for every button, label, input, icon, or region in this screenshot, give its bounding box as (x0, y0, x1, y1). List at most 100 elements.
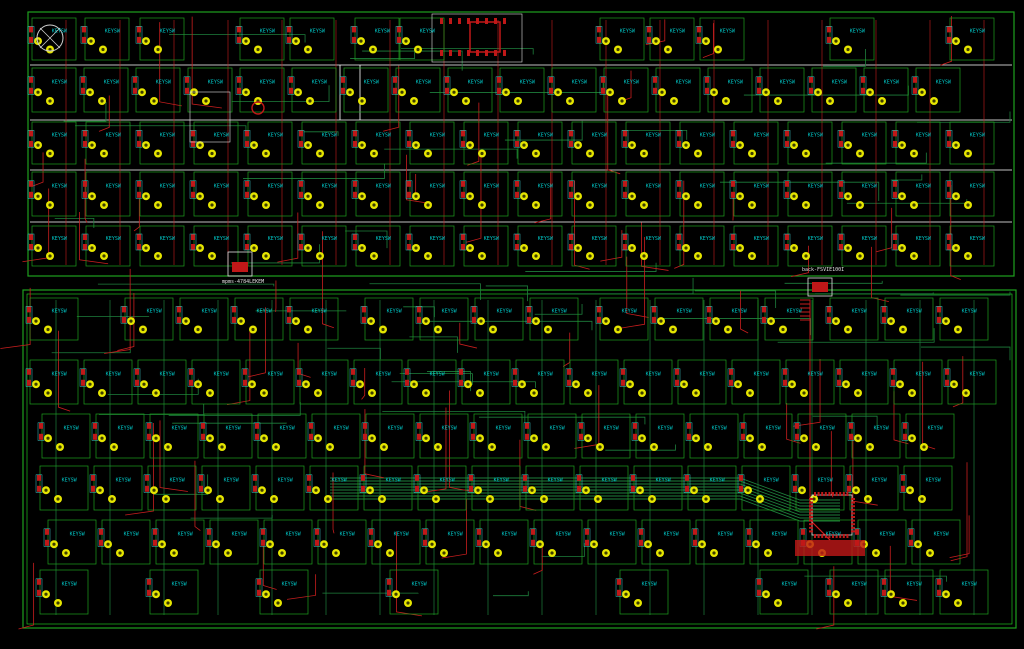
switch-footprint-icon[interactable] (235, 17, 285, 61)
switch-footprint-icon[interactable] (521, 465, 575, 511)
switch-footprint-icon[interactable] (621, 121, 671, 165)
switch-footprint-icon[interactable] (43, 519, 97, 565)
switch-footprint-icon[interactable] (287, 67, 337, 113)
switch-footprint-icon[interactable] (705, 297, 759, 341)
switch-footprint-icon[interactable] (197, 465, 251, 511)
switch-footprint-icon[interactable] (513, 171, 563, 217)
switch-footprint-icon[interactable] (81, 121, 131, 165)
switch-footprint-icon[interactable] (457, 359, 511, 405)
switch-footprint-icon[interactable] (513, 225, 563, 267)
top-controller-footprint[interactable] (431, 13, 523, 63)
switch-footprint-icon[interactable] (243, 225, 293, 267)
switch-footprint-icon[interactable] (567, 121, 617, 165)
switch-footprint-icon[interactable] (637, 519, 691, 565)
switch-footprint-icon[interactable] (415, 413, 469, 459)
switch-footprint-icon[interactable] (783, 171, 833, 217)
switch-footprint-icon[interactable] (297, 121, 347, 165)
switch-footprint-icon[interactable] (189, 225, 239, 267)
switch-footprint-icon[interactable] (91, 413, 145, 459)
switch-footprint-icon[interactable] (783, 121, 833, 165)
switch-footprint-icon[interactable] (361, 413, 415, 459)
switch-footprint-icon[interactable] (621, 171, 671, 217)
switch-footprint-icon[interactable] (297, 225, 347, 267)
switch-footprint-icon[interactable] (243, 121, 293, 165)
switch-footprint-icon[interactable] (135, 121, 185, 165)
switch-footprint-icon[interactable] (27, 171, 77, 217)
switch-footprint-icon[interactable] (577, 413, 631, 459)
switch-footprint-icon[interactable] (27, 225, 77, 267)
switch-footprint-icon[interactable] (945, 17, 995, 61)
switch-footprint-icon[interactable] (943, 359, 997, 405)
switch-footprint-icon[interactable] (583, 519, 637, 565)
switch-footprint-icon[interactable] (525, 297, 579, 341)
switch-footprint-icon[interactable] (685, 413, 739, 459)
switch-footprint-icon[interactable] (143, 465, 197, 511)
switch-footprint-icon[interactable] (807, 67, 857, 113)
switch-footprint-icon[interactable] (145, 569, 199, 615)
switch-footprint-icon[interactable] (133, 359, 187, 405)
switch-footprint-icon[interactable] (645, 17, 695, 61)
switch-footprint-icon[interactable] (629, 465, 683, 511)
switch-footprint-icon[interactable] (631, 413, 685, 459)
switch-footprint-icon[interactable] (511, 359, 565, 405)
switch-footprint-icon[interactable] (575, 465, 629, 511)
switch-footprint-icon[interactable] (37, 413, 91, 459)
switch-footprint-icon[interactable] (880, 297, 934, 341)
switch-footprint-icon[interactable] (595, 17, 645, 61)
switch-footprint-icon[interactable] (413, 465, 467, 511)
switch-footprint-icon[interactable] (350, 17, 400, 61)
switch-footprint-icon[interactable] (259, 519, 313, 565)
switch-footprint-icon[interactable] (675, 171, 725, 217)
switch-footprint-icon[interactable] (189, 121, 239, 165)
switch-footprint-icon[interactable] (595, 297, 649, 341)
switch-footprint-icon[interactable] (691, 519, 745, 565)
switch-footprint-icon[interactable] (175, 297, 229, 341)
usb-connector-footprint[interactable] (227, 251, 833, 297)
switch-footprint-icon[interactable] (755, 67, 805, 113)
switch-footprint-icon[interactable] (729, 171, 779, 217)
switch-footprint-icon[interactable] (675, 225, 725, 267)
switch-footprint-icon[interactable] (567, 171, 617, 217)
switch-footprint-icon[interactable] (25, 297, 79, 341)
switch-footprint-icon[interactable] (901, 413, 955, 459)
switch-footprint-icon[interactable] (35, 569, 89, 615)
switch-footprint-icon[interactable] (403, 359, 457, 405)
switch-footprint-icon[interactable] (360, 297, 414, 341)
switch-footprint-icon[interactable] (675, 121, 725, 165)
switch-footprint-icon[interactable] (673, 359, 727, 405)
switch-footprint-icon[interactable] (295, 359, 349, 405)
switch-footprint-icon[interactable] (145, 413, 199, 459)
switch-footprint-icon[interactable] (359, 465, 413, 511)
switch-footprint-icon[interactable] (405, 171, 455, 217)
switch-footprint-icon[interactable] (513, 121, 563, 165)
switch-footprint-icon[interactable] (313, 519, 367, 565)
switch-footprint-icon[interactable] (255, 569, 309, 615)
switch-footprint-icon[interactable] (391, 67, 441, 113)
switch-footprint-icon[interactable] (459, 171, 509, 217)
switch-footprint-icon[interactable] (755, 569, 809, 615)
switch-footprint-icon[interactable] (615, 569, 669, 615)
switch-footprint-icon[interactable] (567, 225, 617, 267)
switch-footprint-icon[interactable] (421, 519, 475, 565)
switch-footprint-icon[interactable] (907, 519, 961, 565)
switch-footprint-icon[interactable] (651, 67, 701, 113)
switch-footprint-icon[interactable] (695, 17, 745, 61)
switch-footprint-icon[interactable] (415, 297, 469, 341)
switch-footprint-icon[interactable] (135, 17, 185, 61)
switch-footprint-icon[interactable] (80, 17, 130, 61)
switch-footprint-icon[interactable] (880, 569, 934, 615)
switch-footprint-icon[interactable] (79, 67, 129, 113)
switch-footprint-icon[interactable] (703, 67, 753, 113)
switch-footprint-icon[interactable] (285, 297, 339, 341)
switch-footprint-icon[interactable] (131, 67, 181, 113)
switch-footprint-icon[interactable] (25, 359, 79, 405)
switch-footprint-icon[interactable] (467, 465, 521, 511)
switch-footprint-icon[interactable] (683, 465, 737, 511)
switch-footprint-icon[interactable] (837, 121, 887, 165)
switch-footprint-icon[interactable] (859, 67, 909, 113)
switch-footprint-icon[interactable] (547, 67, 597, 113)
switch-footprint-icon[interactable] (183, 67, 233, 113)
switch-footprint-icon[interactable] (847, 413, 901, 459)
switch-footprint-icon[interactable] (793, 413, 847, 459)
